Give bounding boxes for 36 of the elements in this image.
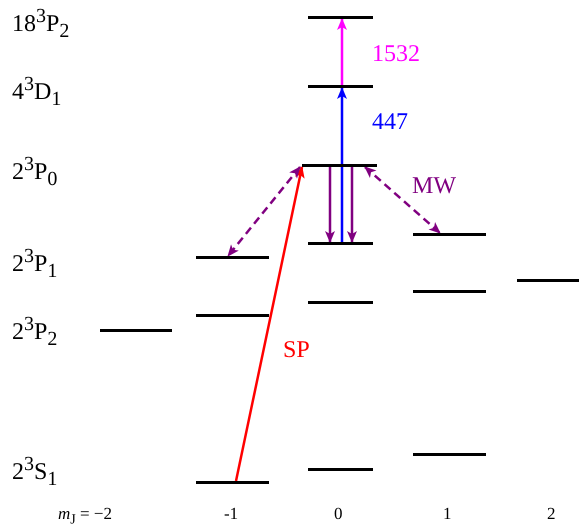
level-bar (308, 16, 373, 19)
level-bar (196, 481, 269, 484)
level-bar (308, 85, 373, 88)
edge-label: SP (283, 338, 310, 362)
level-label: 2$^{3}$P$_{2}$ (12, 314, 58, 349)
level-bar (196, 314, 269, 317)
axis-label: 2 (547, 505, 556, 522)
arrow (337, 87, 347, 242)
level-bar (302, 164, 377, 167)
arrow (234, 166, 305, 482)
dashed-arrow (364, 166, 441, 234)
arrow (337, 18, 347, 85)
level-bar (413, 453, 486, 456)
level-bar (308, 301, 373, 304)
level-label: 18$^{3}$P$_{2}$ (12, 6, 70, 41)
level-label: 4$^{3}$D$_{1}$ (12, 74, 62, 109)
level-bar (413, 290, 486, 293)
level-bar (517, 279, 579, 282)
edge-label: 1532 (372, 42, 420, 66)
level-bar (100, 329, 172, 332)
level-bar (308, 242, 373, 245)
dashed-arrow (227, 166, 301, 257)
axis-label: m$_{J}$ = −2 (58, 505, 112, 527)
level-label: 2$^{3}$S$_{1}$ (12, 454, 58, 489)
arrow (325, 167, 335, 243)
level-label: 2$^{3}$P$_{0}$ (12, 154, 58, 189)
arrow (347, 167, 357, 243)
axis-label: 1 (443, 505, 452, 522)
level-label: 2$^{3}$P$_{1}$ (12, 246, 58, 281)
axis-label: 0 (334, 505, 342, 522)
level-bar (413, 233, 486, 236)
level-bar (308, 468, 373, 471)
edge-label: 447 (372, 110, 408, 134)
axis-label: -1 (224, 505, 238, 522)
edge-label: MW (412, 174, 456, 198)
level-bar (196, 256, 269, 259)
